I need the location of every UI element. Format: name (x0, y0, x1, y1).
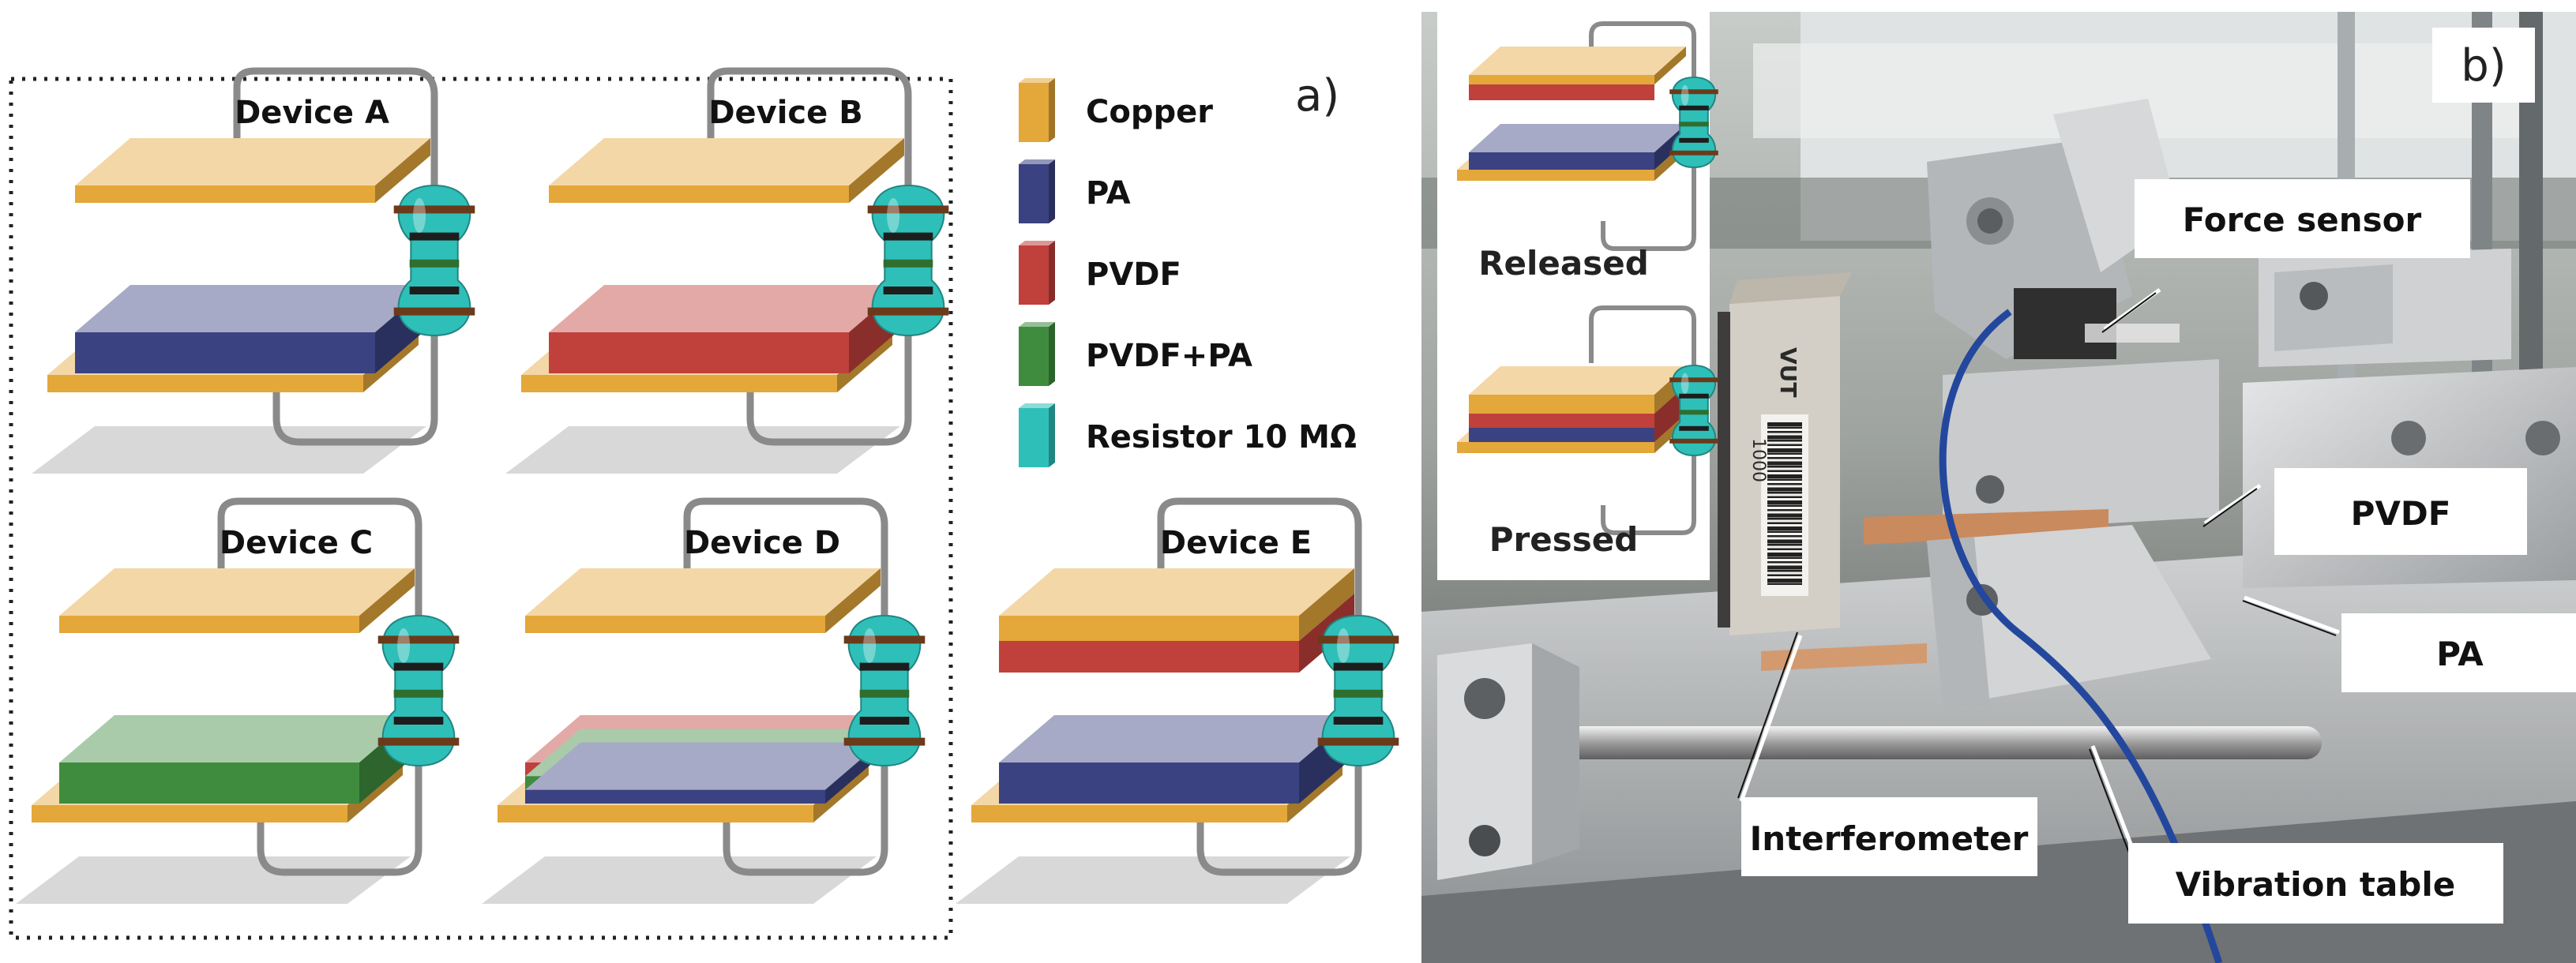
svg-text:Force sensor: Force sensor (2183, 200, 2422, 239)
resistor-icon (867, 184, 949, 337)
device: Device A (32, 67, 475, 474)
interferometer-brand-text: VUT (1775, 347, 1801, 398)
legend-item: PA (1019, 159, 1131, 223)
legend-swatch (1019, 83, 1049, 142)
device-label: Device E (1160, 525, 1312, 561)
barcode (1767, 422, 1802, 585)
top-electrode (75, 138, 430, 203)
panel-b-label-box (2432, 28, 2535, 103)
panel-b-photo: VUT 1000 b) Released Pressed Force senso… (1421, 12, 2576, 963)
blue-cable (1939, 309, 2223, 963)
callout-interferometer: Interferometer (1741, 797, 2037, 876)
inset-device (1457, 305, 1718, 535)
device-label: Device C (220, 525, 373, 561)
legend-item: Copper (1019, 78, 1213, 142)
legend-swatch (1019, 408, 1049, 467)
callout-pa: PA (2341, 613, 2576, 692)
active-layer (549, 285, 904, 373)
device-label: Device A (235, 95, 389, 131)
device: Device D (482, 497, 926, 904)
inset-top-electrode (1469, 47, 1686, 84)
legend-swatch (1019, 164, 1049, 223)
svg-text:PVDF: PVDF (2351, 494, 2451, 533)
inset-device (1457, 21, 1718, 251)
legend-swatch (1019, 245, 1049, 305)
device-label: Device B (708, 95, 862, 131)
top-electrode (999, 568, 1354, 641)
inset-top-electrode (1469, 366, 1686, 414)
devices-frame (9, 77, 953, 940)
device-label: Device D (684, 525, 840, 561)
top-active-layer (999, 640, 1300, 673)
press-lower-block (1927, 525, 2211, 706)
resistor-icon (1669, 364, 1718, 457)
legend-item: PVDF (1019, 241, 1181, 305)
guide-rod (1453, 726, 2322, 759)
top-electrode (549, 138, 904, 203)
device: Device B (505, 67, 949, 474)
legend-swatch (1019, 327, 1049, 386)
resistor-icon (1317, 614, 1399, 767)
legend-item: PVDF+PA (1019, 322, 1252, 386)
active-layer (999, 715, 1354, 804)
callout-pvdf: PVDF (2274, 468, 2527, 555)
inset-pvdf-layer (1469, 84, 1655, 100)
inset-pa-layer (1469, 427, 1655, 442)
legend-item: Resistor 10 MΩ (1019, 403, 1357, 467)
device: Device C (16, 497, 460, 904)
resistor-icon (843, 614, 926, 767)
inset-pvdf-layer (1469, 413, 1655, 428)
active-layer (75, 285, 430, 373)
legend-label: Copper (1086, 94, 1213, 130)
inset-pressed-label: Pressed (1489, 520, 1639, 559)
svg-text:PA: PA (2436, 635, 2484, 673)
panel-b-label: b) (2461, 40, 2506, 92)
callout-vibration-table: Vibration table (2128, 843, 2503, 924)
devices-group: Device A Device B Device C Device D Device E (16, 67, 1399, 904)
legend-label: Resistor 10 MΩ (1086, 419, 1357, 455)
device: Device E (956, 497, 1399, 904)
resistor-icon (1669, 76, 1718, 169)
legend-label: PVDF+PA (1086, 338, 1252, 374)
svg-text:Interferometer: Interferometer (1750, 819, 2029, 858)
panel-a-label: a) (1295, 70, 1339, 122)
top-electrode (525, 568, 881, 633)
inset-box (1437, 12, 1710, 580)
top-electrode (59, 568, 415, 633)
legend-label: PVDF (1086, 257, 1181, 293)
svg-text:Vibration table: Vibration table (2176, 865, 2456, 904)
inset-released-label: Released (1478, 244, 1649, 283)
legend-label: PA (1086, 175, 1131, 212)
inset-pa-layer (1469, 124, 1686, 170)
resistor-icon (393, 184, 475, 337)
active-layer (59, 715, 415, 804)
press-upper-block (1943, 359, 2219, 533)
active-layer (525, 742, 881, 804)
interferometer-number-text: 1000 (1748, 438, 1768, 482)
callout-force-sensor: Force sensor (2135, 179, 2470, 258)
resistor-icon (377, 614, 460, 767)
